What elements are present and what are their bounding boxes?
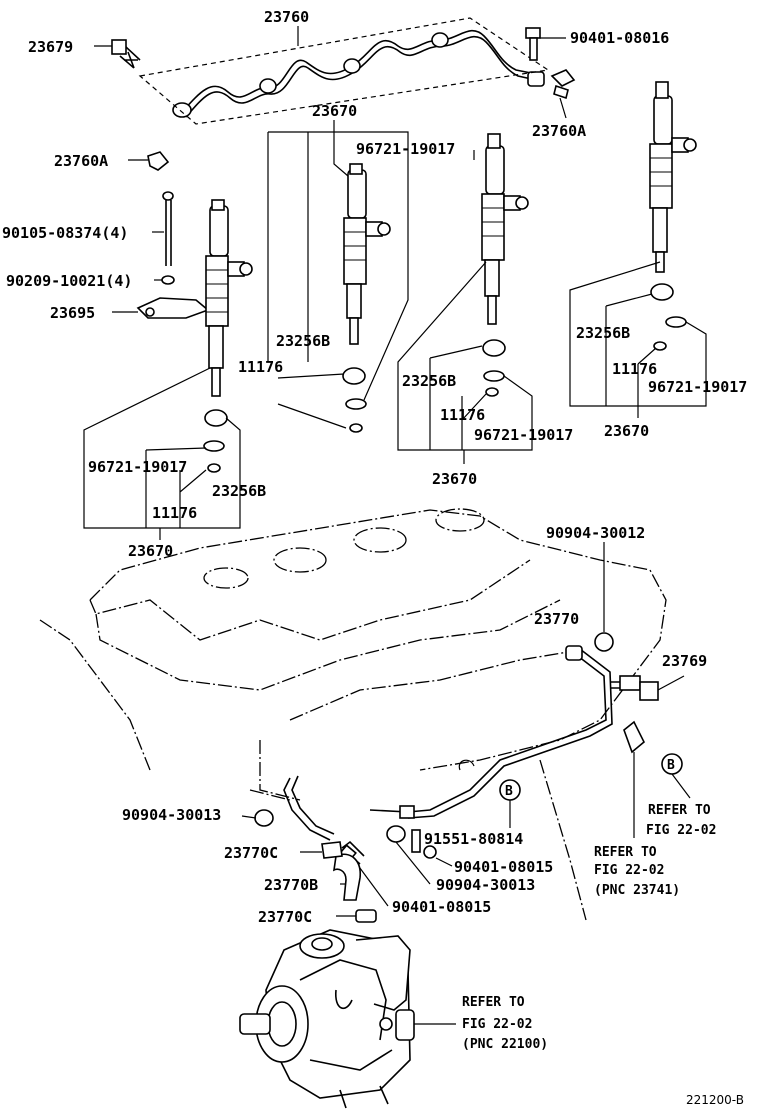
label-96721-19017-b: 96721-19017 [474,426,573,444]
injector-4 [649,81,697,273]
injector-3 [481,133,529,325]
label-23256b-c: 23256B [576,324,630,342]
gasket-23256b-3 [482,339,506,357]
injector-clamp-23695 [136,297,210,319]
sensor-23769 [610,675,659,701]
label-11176-c: 11176 [612,360,657,378]
label-23670-top: 23670 [312,102,357,120]
label-23695: 23695 [50,304,95,322]
refer2-line1: REFER TO [594,845,657,860]
label-23769: 23769 [662,652,707,670]
label-96721-19017-a: 96721-19017 [356,140,455,158]
label-23770c-b: 23770C [258,908,312,926]
figure-code: 221200-B [686,1093,744,1107]
refer3-line1: REFER TO [462,995,525,1010]
clamp-23770c-upper [321,841,343,859]
label-11176-a: 11176 [238,358,283,376]
supply-pump [239,929,415,1109]
label-23256b-b: 23256B [402,372,456,390]
label-90401-08015-b: 90401-08015 [392,898,491,916]
refer3-line3: (PNC 22100) [462,1037,548,1052]
refer1-line2: FIG 22-02 [646,823,716,838]
gasket-23256b-left [204,409,228,427]
label-23770: 23770 [534,610,579,628]
injector-2 [343,163,391,345]
clamp-23760a-left [147,151,170,171]
label-90401-08015-a: 90401-08015 [454,858,553,876]
gasket-90904-30012 [594,632,614,652]
label-90904-30013-a: 90904-30013 [122,806,221,824]
ring-11176-left [207,463,221,473]
gasket-23256b-2 [342,367,366,385]
fuel-delivery-pipe [138,17,550,125]
label-11176-b: 11176 [440,406,485,424]
gasket-90904-30013-b [386,825,406,843]
ring-11176-3 [485,387,499,397]
label-23679: 23679 [28,38,73,56]
fuel-pipe-23770 [283,645,613,841]
bolt-90105-08374 [162,191,174,266]
label-11176-d: 11176 [152,504,197,522]
label-23770b: 23770B [264,876,318,894]
hose-23770b [332,853,361,901]
label-23256b-d: 23256B [212,482,266,500]
clamp-23770c-lower [355,909,377,923]
label-23760a-left: 23760A [54,152,108,170]
label-90105-08374: 90105-08374(4) [2,224,128,242]
oring-96721-19017-4 [665,316,687,328]
oring-96721-19017-2 [345,398,367,410]
engine-outline [39,508,667,921]
label-96721-19017-c: 96721-19017 [648,378,747,396]
clamp-23760a-right [550,69,576,100]
ring-11176-2 [349,423,363,433]
callout-b2-letter: B [505,784,513,799]
injector-left [205,199,253,397]
gasket-23256b-4 [650,283,674,301]
gasket-90904-30013-a [254,809,274,827]
bolt-90401-08016 [525,27,541,61]
label-23670-right: 23670 [604,422,649,440]
bracket-right [623,720,645,754]
callout-b1-letter: B [667,758,675,773]
refer2-line3: (PNC 23741) [594,883,680,898]
oring-96721-19017-3 [483,370,505,382]
label-23670-mid: 23670 [432,470,477,488]
refer1-line1: REFER TO [648,803,711,818]
label-90904-30013-b: 90904-30013 [436,876,535,894]
label-23760: 23760 [264,8,309,26]
label-90904-30012: 90904-30012 [546,524,645,542]
label-90209-10021: 90209-10021(4) [6,272,132,290]
ring-11176-4 [653,341,667,351]
label-23256b-a: 23256B [276,332,330,350]
bolt-90401-08015-a [411,829,421,853]
label-23770c-a: 23770C [224,844,278,862]
label-96721-19017-d: 96721-19017 [88,458,187,476]
label-90401-08016: 90401-08016 [570,29,669,47]
label-23760a-right: 23760A [532,122,586,140]
oring-96721-19017-left [203,440,225,452]
label-23670-left: 23670 [128,542,173,560]
refer3-line2: FIG 22-02 [462,1017,532,1032]
label-91551-80814: 91551-80814 [424,830,523,848]
washer-90209-10021 [161,275,175,285]
refer2-line2: FIG 22-02 [594,863,664,878]
bolt-23679 [111,39,141,69]
